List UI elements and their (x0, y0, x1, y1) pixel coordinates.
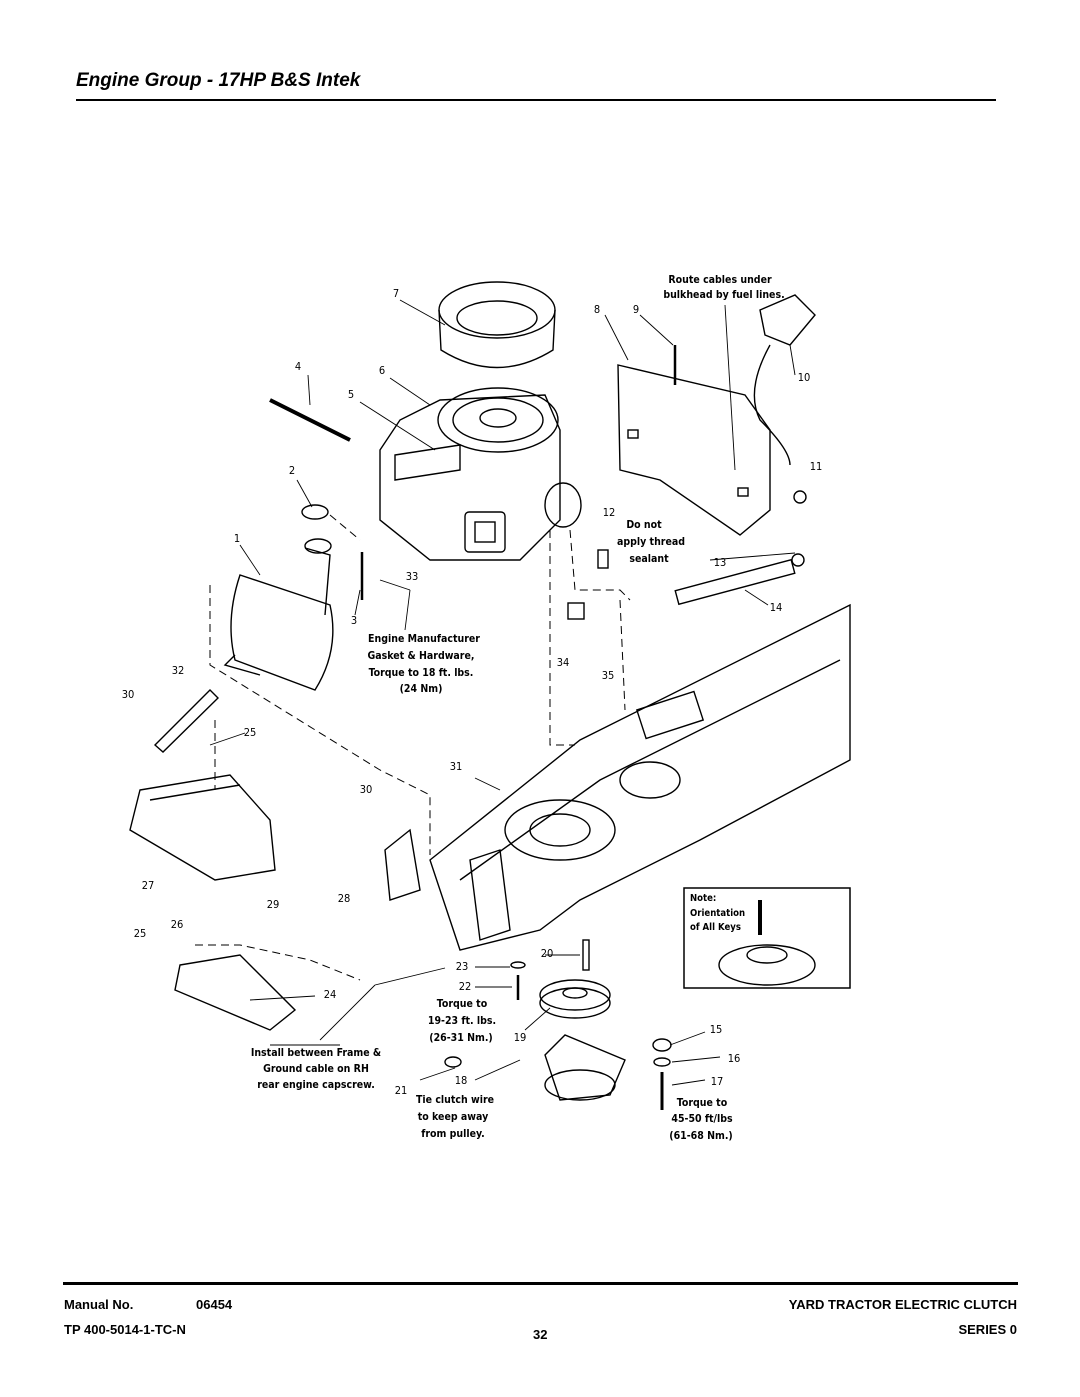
pulley (539, 979, 611, 1011)
note-engine-gasket-1: Engine Manufacturer (368, 633, 480, 645)
part-label-4: 4 (295, 360, 301, 373)
part-label-7: 7 (393, 287, 399, 300)
part-label-28: 28 (338, 892, 351, 905)
note-route-cables-2: bulkhead by fuel lines. (663, 289, 784, 301)
footer-rule (63, 1282, 1018, 1285)
note-orientation-2: Orientation (690, 908, 745, 919)
part-label-6: 6 (379, 364, 385, 377)
part-label-21: 21 (395, 1084, 408, 1097)
part-label-19: 19 (514, 1031, 527, 1044)
part-label-14: 14 (770, 601, 783, 614)
part-label-29: 29 (267, 898, 280, 911)
part-label-23: 23 (456, 960, 469, 973)
note-tie-clutch-1: Tie clutch wire (416, 1094, 494, 1106)
note-torque-19-1: Torque to (437, 998, 488, 1010)
part-label-16: 16 (728, 1052, 741, 1065)
part-label-1: 1 (234, 532, 240, 545)
part-label-32: 32 (172, 664, 185, 677)
part-label-13: 13 (714, 556, 727, 569)
note-tie-clutch-3: from pulley. (421, 1128, 485, 1140)
note-do-not-seal-3: sealant (629, 553, 669, 565)
part-label-25a: 25 (244, 726, 257, 739)
part-label-12: 12 (603, 506, 616, 519)
note-orientation-1: Note: (690, 893, 716, 904)
note-torque-19-3: (26-31 Nm.) (429, 1032, 492, 1044)
part-label-8: 8 (594, 303, 600, 316)
title-rule (76, 99, 996, 101)
part-label-27: 27 (142, 879, 155, 892)
note-install-1: Install between Frame & (251, 1047, 381, 1059)
part-label-31: 31 (450, 760, 463, 773)
note-orientation-3: of All Keys (690, 922, 741, 933)
part-label-20: 20 (541, 947, 554, 960)
muffler-guard (129, 774, 276, 881)
note-engine-gasket-4: (24 Nm) (400, 683, 443, 695)
part-label-26: 26 (171, 918, 184, 931)
muffler (230, 574, 334, 691)
tp-code: TP 400-5014-1-TC-N (64, 1322, 186, 1337)
part-label-5: 5 (348, 388, 354, 401)
manual-number: 06454 (196, 1297, 233, 1312)
product-name: YARD TRACTOR ELECTRIC CLUTCH (788, 1297, 1017, 1312)
part-label-25b: 25 (134, 927, 147, 940)
part-label-34: 34 (557, 656, 570, 669)
note-tie-clutch-2: to keep away (418, 1111, 488, 1123)
stud (269, 398, 351, 442)
series-label: SERIES 0 (958, 1322, 1017, 1337)
air-cleaner-cover (438, 281, 556, 339)
part-label-9: 9 (633, 303, 639, 316)
note-torque-45-1: Torque to (677, 1097, 728, 1109)
note-engine-gasket-2: Gasket & Hardware, (368, 650, 475, 662)
part-label-35: 35 (602, 669, 615, 682)
manual-label: Manual No. (64, 1297, 134, 1312)
part-label-2: 2 (289, 464, 295, 477)
part-label-15: 15 (710, 1023, 723, 1036)
orientation-box (683, 887, 851, 989)
note-torque-19-2: 19-23 ft. lbs. (428, 1015, 496, 1027)
note-install-2: Ground cable on RH (263, 1063, 369, 1075)
part-label-18: 18 (455, 1074, 468, 1087)
note-do-not-seal-1: Do not (626, 519, 662, 531)
part-label-17: 17 (711, 1075, 724, 1088)
part-label-3: 3 (351, 614, 357, 627)
engine-block (379, 394, 561, 561)
lower-shield (174, 954, 297, 1031)
part-label-30a: 30 (122, 688, 135, 701)
note-install-3: rear engine capscrew. (257, 1079, 375, 1091)
electric-clutch (544, 1034, 626, 1101)
part-label-11: 11 (810, 460, 823, 473)
part-label-30b: 30 (360, 783, 373, 796)
tractor-frame (429, 603, 851, 951)
page-title: Engine Group - 17HP B&S Intek (76, 70, 361, 91)
note-torque-45-3: (61-68 Nm.) (669, 1130, 732, 1142)
part-label-33: 33 (406, 570, 419, 583)
note-torque-45-2: 45-50 ft/lbs (671, 1113, 733, 1125)
note-route-cables-1: Route cables under (668, 274, 772, 286)
note-engine-gasket-3: Torque to 18 ft. lbs. (369, 667, 474, 679)
bulkhead (617, 364, 771, 536)
part-label-24: 24 (324, 988, 337, 1001)
page-number: 32 (533, 1327, 548, 1342)
note-do-not-seal-2: apply thread (617, 536, 685, 548)
part-label-10: 10 (798, 371, 811, 384)
part-label-22: 22 (459, 980, 472, 993)
